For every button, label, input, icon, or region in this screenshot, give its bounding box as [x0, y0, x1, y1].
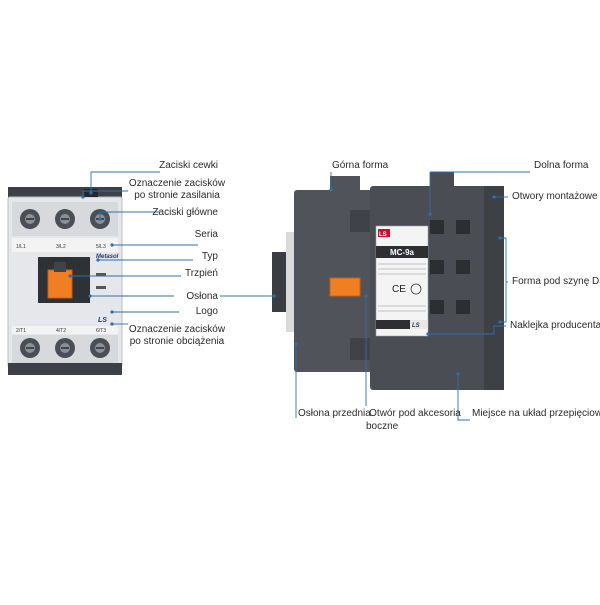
leader-ozn-zasilania: [82, 190, 128, 197]
svg-text:6/T3: 6/T3: [96, 328, 106, 334]
label-dolna-forma: Dolna forma: [534, 160, 589, 171]
ls-logo-front: LS: [98, 317, 107, 324]
label-logo: Logo: [195, 306, 218, 317]
actuator-top: [54, 262, 66, 272]
bottom-terminals: [20, 338, 110, 358]
label-ozn-zasilania-2: po stronie zasilania: [134, 190, 220, 201]
label-naklejka: Naklejka producenta: [510, 320, 600, 331]
orange-actuator: [47, 269, 73, 299]
label-gorna-forma: Górna forma: [332, 160, 389, 171]
svg-text:5/L3: 5/L3: [96, 244, 106, 250]
series-text: Metasol: [96, 254, 119, 260]
svg-text:1/L1: 1/L1: [16, 244, 26, 250]
bottom-base-strip: [8, 363, 122, 375]
mounting-hole-1: [430, 220, 444, 234]
label-zaciski-glowne: Zaciski główne: [152, 207, 218, 218]
svg-text:LS: LS: [412, 323, 420, 329]
leader-miejsce-uklad: [457, 374, 470, 421]
manufacturer-sticker: [375, 225, 429, 337]
type-mark: [96, 273, 106, 276]
mounting-hole-2: [456, 220, 470, 234]
sticker-grid: [378, 263, 426, 312]
marking-strip-bottom: [12, 326, 118, 334]
label-ozn-obciazenia-2: po stronie obciążenia: [129, 336, 225, 347]
cover-mark: [96, 286, 106, 289]
label-ozn-obciazenia-1: Oznaczenie zacisków: [128, 324, 226, 335]
svg-text:3/L2: 3/L2: [56, 244, 66, 250]
leader-naklejka: [428, 325, 506, 335]
svg-text:4/T2: 4/T2: [56, 328, 66, 334]
sticker-model: MC-9a: [390, 248, 415, 257]
label-typ: Typ: [201, 251, 218, 262]
side-view-contactor: LS MC-9a CE LS: [272, 172, 504, 390]
accessory-opening: [329, 277, 361, 297]
lower-housing-top: [430, 172, 454, 188]
label-otwor-akcesoria-1: Otwór pod akcesoria: [369, 408, 461, 419]
marking-strip-top: [12, 238, 118, 252]
front-view-contactor: 1/L1 3/L2 5/L3 Metasol LS 2/T1 4/T2 6/T3: [7, 187, 123, 375]
leader-zaciski-glowne: [99, 211, 160, 219]
sticker-brand-top: LS: [379, 232, 387, 238]
label-oslona: Osłona: [186, 291, 218, 302]
upper-housing-top: [330, 176, 360, 192]
leader-din-bracket: [500, 237, 507, 323]
label-forma-din: Forma pod szynę DIN: [512, 276, 600, 287]
label-oslona-przednia: Osłona przednia: [298, 408, 371, 419]
label-seria: Seria: [194, 229, 218, 240]
label-ozn-zasilania-1: Oznaczenie zacisków: [128, 178, 226, 189]
top-terminals: [20, 209, 110, 229]
mounting-hole-4: [456, 300, 470, 314]
din-rail-form: [484, 186, 504, 390]
label-otwor-akcesoria-2: boczne: [366, 421, 399, 432]
leader-lines: [68, 171, 530, 421]
front-cover-light: [286, 232, 296, 332]
svg-text:2/T1: 2/T1: [16, 328, 26, 334]
label-zaciski-cewki: Zaciski cewki: [159, 160, 218, 171]
mounting-hole-3: [430, 300, 444, 314]
leader-zaciski-cewki: [90, 171, 160, 193]
label-miejsce-uklad: Miejsce na układ przepięciowy: [472, 408, 600, 419]
label-trzpien: Trzpień: [185, 268, 218, 279]
ce-mark: CE: [392, 284, 406, 295]
label-otwory-montazowe: Otwory montażowe: [512, 191, 598, 202]
